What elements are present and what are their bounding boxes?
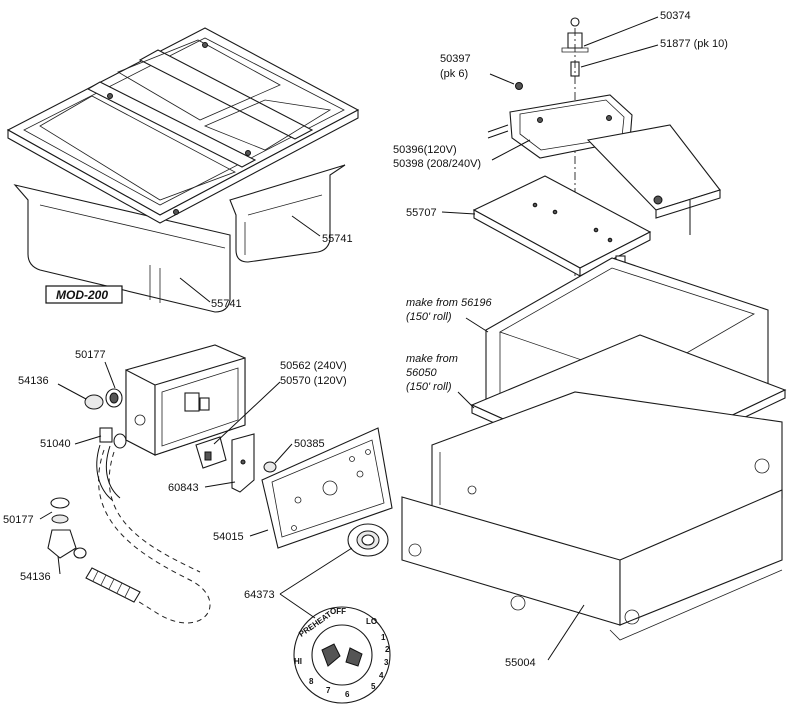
control-knob xyxy=(347,523,389,557)
callout-56196: make from 56196 xyxy=(406,297,492,309)
callout-54136-upper: 54136 xyxy=(18,375,49,387)
mounting-bracket xyxy=(231,433,255,493)
drain-fitting-lower xyxy=(47,497,87,559)
callout-56050: make from xyxy=(406,353,458,365)
callout-60843: 60843 xyxy=(168,482,199,494)
model-label: MOD-200 xyxy=(56,288,108,302)
callout-54015: 54015 xyxy=(213,531,244,543)
well-assembly: 50374 51877 (pk 10) 50397 (pk 6) 50396(1… xyxy=(393,10,787,669)
callout-56050-num: 56050 xyxy=(406,367,437,379)
callout-50570: 50570 (120V) xyxy=(280,375,347,387)
dial-off-label: OFF xyxy=(330,607,346,616)
plumbing-assembly: 50177 54136 51040 50177 54136 xyxy=(3,349,211,624)
control-panel xyxy=(261,427,393,549)
dial-lo-label: LO xyxy=(366,617,377,626)
dial-num-6: 6 xyxy=(345,690,350,699)
callout-50177-lower: 50177 xyxy=(3,514,34,526)
dial-num-1: 1 xyxy=(381,633,386,642)
dial-num-7: 7 xyxy=(326,686,331,695)
callout-50374: 50374 xyxy=(660,10,691,22)
pan-left xyxy=(13,184,231,313)
callout-56196-roll: (150' roll) xyxy=(406,311,452,323)
element-bracket xyxy=(586,124,721,235)
callout-50562: 50562 (240V) xyxy=(280,360,347,372)
callout-50177-upper: 50177 xyxy=(75,349,106,361)
callout-51040: 51040 xyxy=(40,438,71,450)
dial-num-4: 4 xyxy=(379,671,384,680)
control-assembly: OFF LO HI 1 2 3 4 5 6 7 8 PREHEAT 50562 … xyxy=(125,344,393,704)
hose-elbow xyxy=(99,427,127,449)
dial-num-3: 3 xyxy=(384,658,389,667)
callout-54136-lower: 54136 xyxy=(20,571,51,583)
pan-right xyxy=(229,164,346,263)
callout-55004: 55004 xyxy=(505,657,536,669)
dial-num-8: 8 xyxy=(309,677,314,686)
callout-64373: 64373 xyxy=(244,589,275,601)
callout-50396: 50396(120V) xyxy=(393,144,457,156)
callout-55707: 55707 xyxy=(406,207,437,219)
callout-50397: 50397 xyxy=(440,53,471,65)
drain-fitting-upper xyxy=(84,388,123,410)
dial-num-5: 5 xyxy=(371,682,376,691)
callout-50397-pack: (pk 6) xyxy=(440,68,468,80)
callout-51877: 51877 (pk 10) xyxy=(660,38,728,50)
dial-plate: OFF LO HI 1 2 3 4 5 6 7 8 PREHEAT xyxy=(293,606,391,704)
element-tray xyxy=(472,175,652,277)
switch xyxy=(195,436,227,469)
callout-56050-roll: (150' roll) xyxy=(406,381,452,393)
callout-50398: 50398 (208/240V) xyxy=(393,158,481,170)
top-frame xyxy=(6,27,360,224)
callout-55741-right: 55741 xyxy=(322,233,353,245)
top-frame-assembly: MOD-200 55741 55741 xyxy=(6,27,360,313)
dial-hi-label: HI xyxy=(294,657,302,666)
model-label-box: MOD-200 xyxy=(45,285,123,304)
callout-55741-left: 55741 xyxy=(211,298,242,310)
control-box xyxy=(125,344,246,456)
knob-nut xyxy=(263,461,277,473)
callout-50385: 50385 xyxy=(294,438,325,450)
outer-housing xyxy=(401,391,783,641)
dial-num-2: 2 xyxy=(385,645,390,654)
